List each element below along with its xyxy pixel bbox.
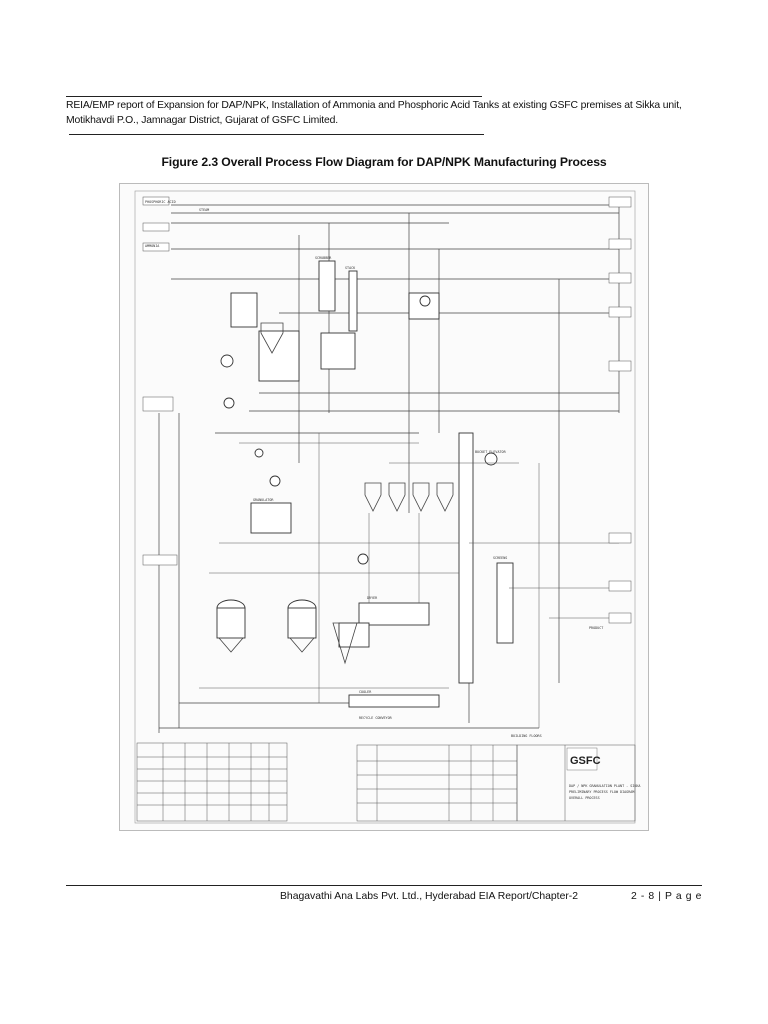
diagram-svg: PHOSPHORIC ACID STEAM AMMONIA SCRUBBER S… bbox=[119, 183, 649, 831]
scrubber-column bbox=[318, 260, 336, 312]
label-screens: SCREENS bbox=[493, 556, 507, 560]
diagram-labels: PHOSPHORIC ACID STEAM AMMONIA SCRUBBER S… bbox=[145, 200, 603, 738]
label-phosphoric-acid: PHOSPHORIC ACID bbox=[145, 200, 176, 204]
page-number: 2 - 8 | P a g e bbox=[630, 891, 702, 902]
product-screen bbox=[496, 562, 514, 644]
label-stack: STACK bbox=[345, 266, 356, 270]
header-trailing-rule bbox=[69, 134, 484, 135]
footer-lab-name: Bhagavathi Ana Labs Pvt. Ltd., Hyderabad… bbox=[280, 891, 579, 902]
silo-2 bbox=[287, 607, 317, 639]
footer-rule bbox=[66, 885, 702, 886]
report-header: REIA/EMP report of Expansion for DAP/NPK… bbox=[66, 99, 716, 143]
label-dryer: DRYER bbox=[367, 596, 378, 600]
preneutralizer bbox=[258, 330, 300, 382]
dryer-drum bbox=[358, 602, 430, 626]
main-pipe-lines bbox=[158, 204, 620, 733]
cyclones bbox=[218, 322, 454, 665]
secondary-lines bbox=[199, 433, 619, 728]
equipment bbox=[216, 260, 514, 708]
label-granulator: GRANULATOR bbox=[253, 498, 274, 502]
dryer-burner bbox=[338, 622, 370, 648]
bucket-elevator bbox=[458, 432, 474, 684]
silo-1 bbox=[216, 607, 246, 639]
report-header-text: REIA/EMP report of Expansion for DAP/NPK… bbox=[66, 100, 682, 126]
scrubber-tank bbox=[230, 292, 258, 328]
figure-title: Figure 2.3 Overall Process Flow Diagram … bbox=[161, 155, 607, 169]
material-balance-table bbox=[136, 742, 288, 822]
drawing-subtitle2: OVERALL PROCESS bbox=[569, 796, 600, 800]
title-block: GSFC DAP / NPK GRANULATION PLANT - SIKKA… bbox=[516, 744, 640, 822]
label-building-floors: BUILDING FLOORS bbox=[511, 734, 542, 738]
gsfc-logo: GSFC bbox=[570, 755, 601, 767]
stack bbox=[348, 270, 358, 332]
label-bucket-elevator: BUCKET ELEVATOR bbox=[475, 450, 507, 454]
label-steam: STEAM bbox=[199, 208, 209, 212]
label-cooler: COOLER bbox=[359, 690, 372, 694]
drawing-subtitle: PRELIMINARY PROCESS FLOW DIAGRAM bbox=[569, 790, 634, 794]
condenser bbox=[320, 332, 356, 370]
header-rule bbox=[66, 96, 482, 97]
label-recycle: RECYCLE CONVEYOR bbox=[359, 716, 393, 720]
line-tags bbox=[142, 196, 632, 624]
cooler-drum bbox=[348, 694, 440, 708]
label-scrubber: SCRUBBER bbox=[315, 256, 332, 260]
granulator bbox=[250, 502, 292, 534]
label-ammonia: AMMONIA bbox=[145, 244, 159, 248]
label-product: PRODUCT bbox=[589, 626, 603, 630]
drawing-title: DAP / NPK GRANULATION PLANT - SIKKA bbox=[569, 784, 640, 788]
process-flow-diagram: PHOSPHORIC ACID STEAM AMMONIA SCRUBBER S… bbox=[119, 183, 649, 831]
